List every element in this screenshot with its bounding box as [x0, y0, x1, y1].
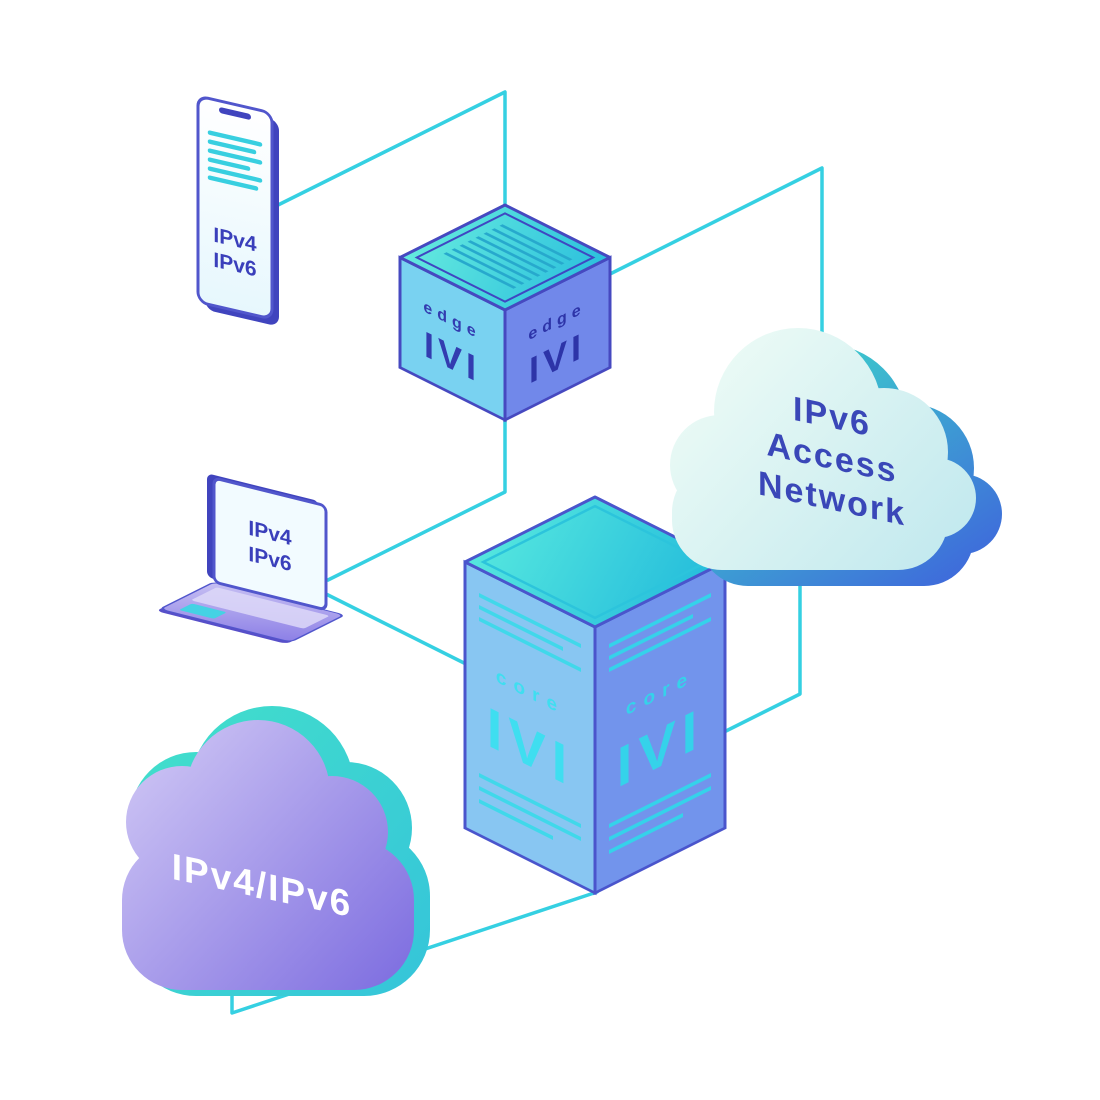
- core-router-box: core IVI core IVI: [463, 495, 727, 896]
- dual-stack-cloud: IPv4/IPv6: [122, 706, 430, 996]
- core-left-vent-lines: [479, 592, 581, 841]
- smartphone-icon: IPv4 IPv6: [196, 96, 279, 325]
- core-top-inset-border: [480, 504, 710, 620]
- core-left-face: core IVI: [463, 559, 597, 896]
- edge-router-cube: edge IVI edge IVI: [398, 203, 612, 423]
- connector-edge-accesscloud: [604, 166, 824, 370]
- connector-laptop-core: [320, 590, 476, 670]
- phone-speaker-notch: [219, 107, 251, 120]
- laptop-keyboard: [192, 587, 329, 629]
- phone-screen-text-lines: [207, 130, 263, 191]
- ipv6-access-cloud: IPv6 Access Network: [670, 328, 1002, 586]
- connector-accesscloud-core: [722, 558, 802, 734]
- laptop-screen: IPv4 IPv6: [207, 474, 328, 611]
- phone-body-front: [196, 96, 274, 319]
- edge-vent-lines: [443, 224, 573, 289]
- laptop-base: [158, 582, 343, 643]
- core-right-vent-lines: [609, 593, 711, 855]
- access-cloud-front: [670, 328, 976, 570]
- core-right-face: core IVI: [593, 559, 727, 896]
- dual-cloud-base: [122, 840, 414, 990]
- laptop-icon: IPv4 IPv6: [158, 474, 343, 643]
- edge-top-vents: [443, 224, 573, 289]
- edge-top-inset-border: [414, 212, 596, 303]
- access-cloud-base: [672, 462, 948, 570]
- laptop-screen-front: [212, 477, 328, 611]
- dual-cloud-front: [122, 720, 414, 990]
- laptop-trackpad: [180, 603, 226, 619]
